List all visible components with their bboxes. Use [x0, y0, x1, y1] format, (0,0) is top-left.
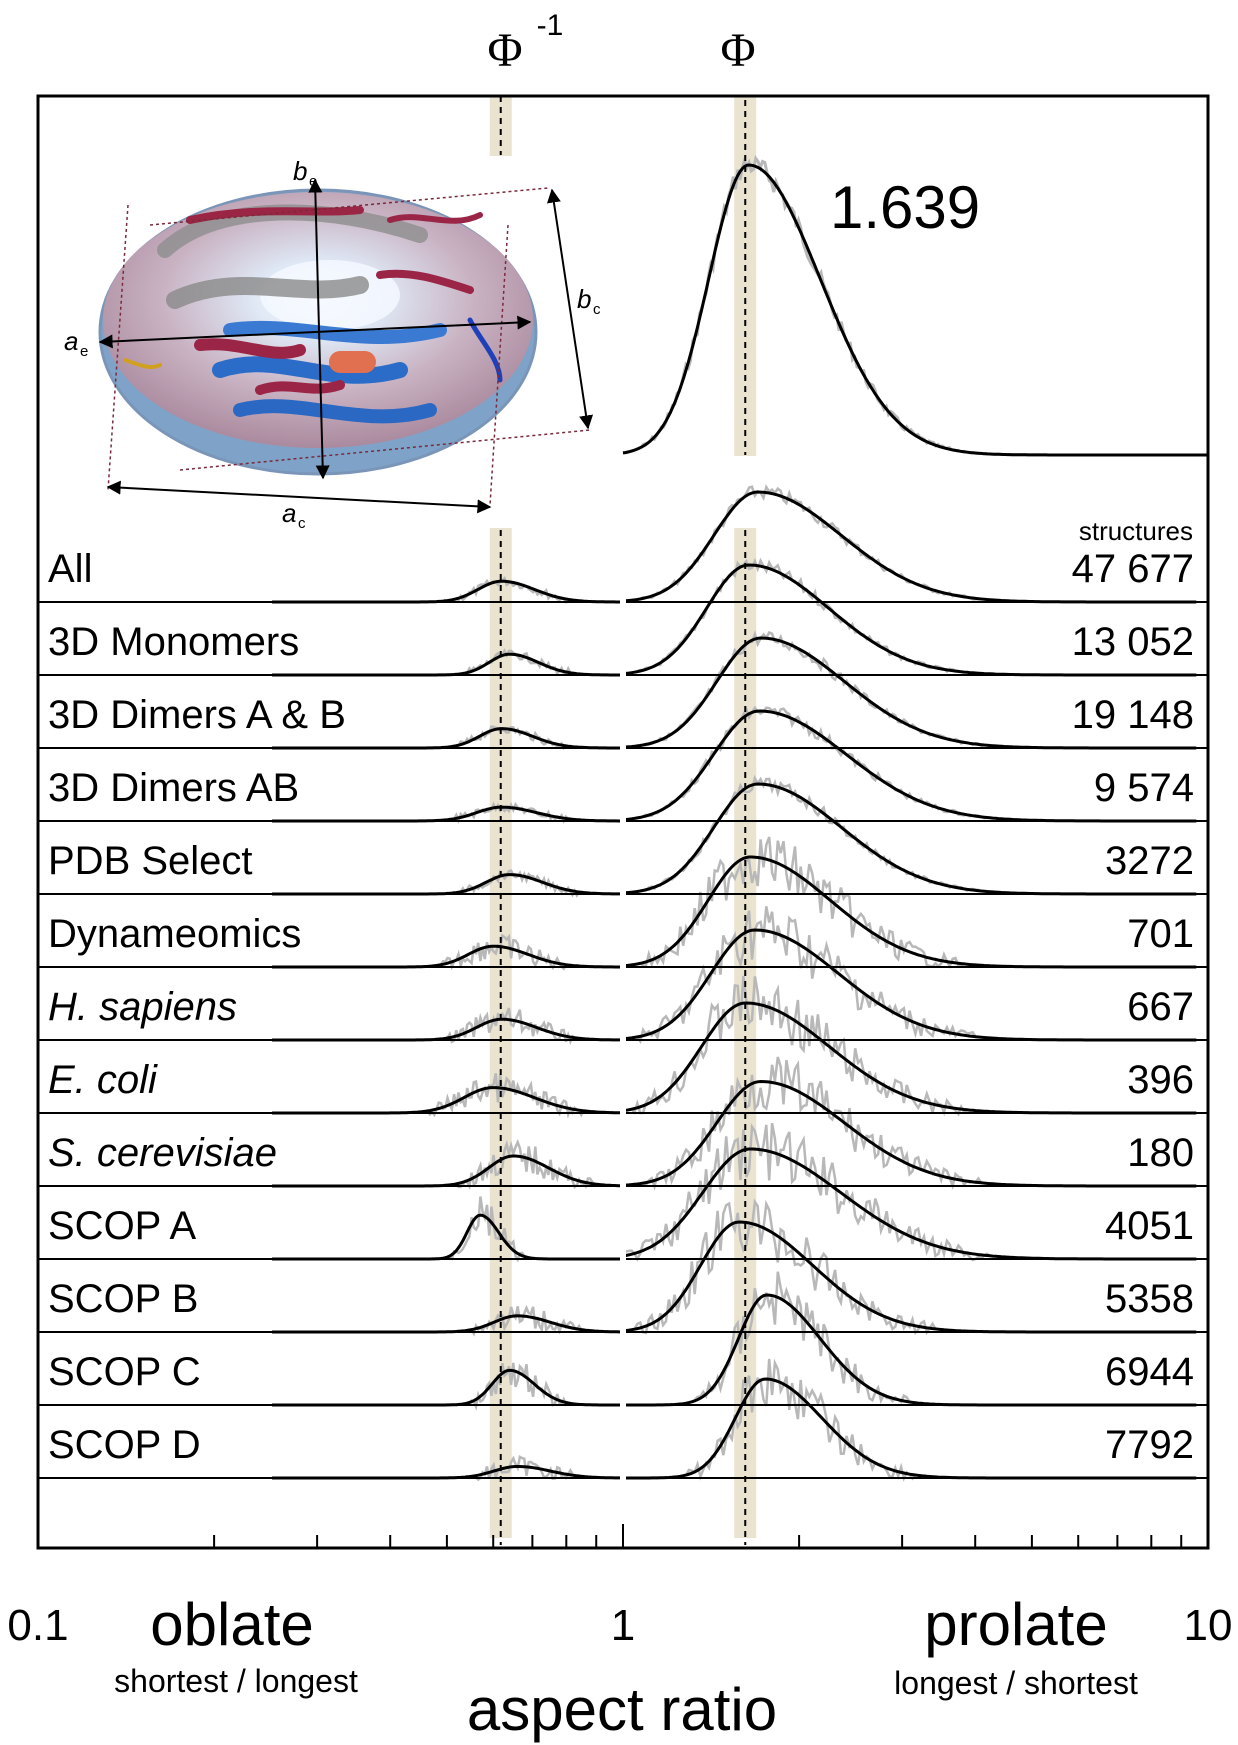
ac-subscript: c [298, 515, 306, 532]
ae-subscript: e [80, 343, 88, 360]
prolate-label: prolate [924, 1591, 1107, 1658]
golden-band-1 [734, 528, 757, 1538]
row-count: 7792 [1105, 1423, 1194, 1467]
row-count: 19 148 [1072, 693, 1194, 737]
phi-label: Φ [720, 24, 755, 77]
axis-break [620, 530, 626, 1540]
row-label: 3D Dimers A & B [48, 693, 346, 737]
axis-labels: b e b c a e a c [64, 156, 601, 532]
row-label: SCOP D [48, 1423, 201, 1467]
axis-arrows [98, 178, 594, 514]
x-axis-title: aspect ratio [467, 1676, 777, 1743]
row-fit-oblate [272, 944, 623, 969]
row-label: PDB Select [48, 839, 253, 883]
row-count: 47 677 [1072, 547, 1194, 591]
row-label: S. cerevisiae [48, 1131, 277, 1175]
be-subscript: e [309, 173, 317, 190]
row-label: SCOP A [48, 1204, 197, 1248]
row-fit-oblate [272, 579, 623, 604]
prolate-sublabel: longest / shortest [894, 1665, 1138, 1701]
phi-inverse-symbol: Φ [487, 24, 522, 77]
row-fit-oblate [272, 1017, 624, 1042]
row-count: 6944 [1105, 1350, 1194, 1394]
oblate-label: oblate [150, 1591, 313, 1658]
row-fit-oblate [272, 1213, 623, 1261]
bounding-box-lines [107, 187, 591, 506]
row-fit-oblate [272, 652, 623, 677]
row-count: 4051 [1105, 1204, 1194, 1248]
row-data-prolate [622, 1056, 1197, 1191]
row-count: 667 [1127, 985, 1194, 1029]
row-label: H. sapiens [48, 985, 237, 1029]
x-tick-label-10: 10 [1184, 1601, 1233, 1650]
row-labels: All 47 677 3D Monomers 13 052 3D Dimers A & … [48, 547, 1194, 1467]
row-fit-oblate [272, 805, 623, 823]
oblate-sublabel: shortest / longest [114, 1663, 358, 1699]
be-label: b [293, 156, 307, 186]
row-count: 396 [1127, 1058, 1194, 1102]
row-label: 3D Dimers AB [48, 766, 299, 810]
row-label: E. coli [48, 1058, 158, 1102]
row-data-prolate [622, 975, 1197, 1117]
row-fit-oblate [272, 873, 624, 896]
phi-inverse-label: Φ -1 [487, 9, 563, 77]
row-count: 180 [1127, 1131, 1194, 1175]
x-tick-label-0.1: 0.1 [7, 1601, 68, 1650]
x-axis-ticks [37, 1524, 1183, 1548]
row-separators [38, 530, 1208, 1540]
top-peak-value: 1.639 [830, 174, 980, 241]
ac-label: a [282, 498, 296, 528]
protein-ellipsoid-inset: b e b c a e a c [64, 156, 601, 532]
row-count: 701 [1127, 912, 1194, 956]
row-data-oblate [272, 1196, 623, 1263]
row-count: 9 574 [1094, 766, 1194, 810]
bc-label: b [577, 284, 591, 314]
row-count: 3272 [1105, 839, 1194, 883]
row-label: All [48, 547, 92, 591]
reference-lines [499, 96, 747, 1545]
golden-band-0 [489, 528, 512, 1538]
row-count: 5358 [1105, 1277, 1194, 1321]
row-data-oblate [272, 1139, 624, 1191]
row-data-oblate [272, 1362, 623, 1411]
ae-label: a [64, 326, 78, 356]
golden-band-inv-top [489, 96, 512, 156]
protein-ribbons [123, 204, 503, 424]
x-tick-label-1: 1 [611, 1601, 635, 1650]
row-label: 3D Monomers [48, 620, 299, 664]
bc-subscript: c [593, 301, 601, 318]
phi-inverse-exponent: -1 [537, 9, 564, 42]
row-label: SCOP C [48, 1350, 201, 1394]
structures-header: structures [1079, 516, 1193, 546]
row-data-oblate [272, 1304, 623, 1337]
top-panel-fit [622, 163, 1208, 457]
row-count: 13 052 [1072, 620, 1194, 664]
row-label: Dynameomics [48, 912, 301, 956]
row-label: SCOP B [48, 1277, 198, 1321]
row-fit-oblate [272, 1314, 623, 1334]
row-fit-oblate [272, 1368, 623, 1407]
